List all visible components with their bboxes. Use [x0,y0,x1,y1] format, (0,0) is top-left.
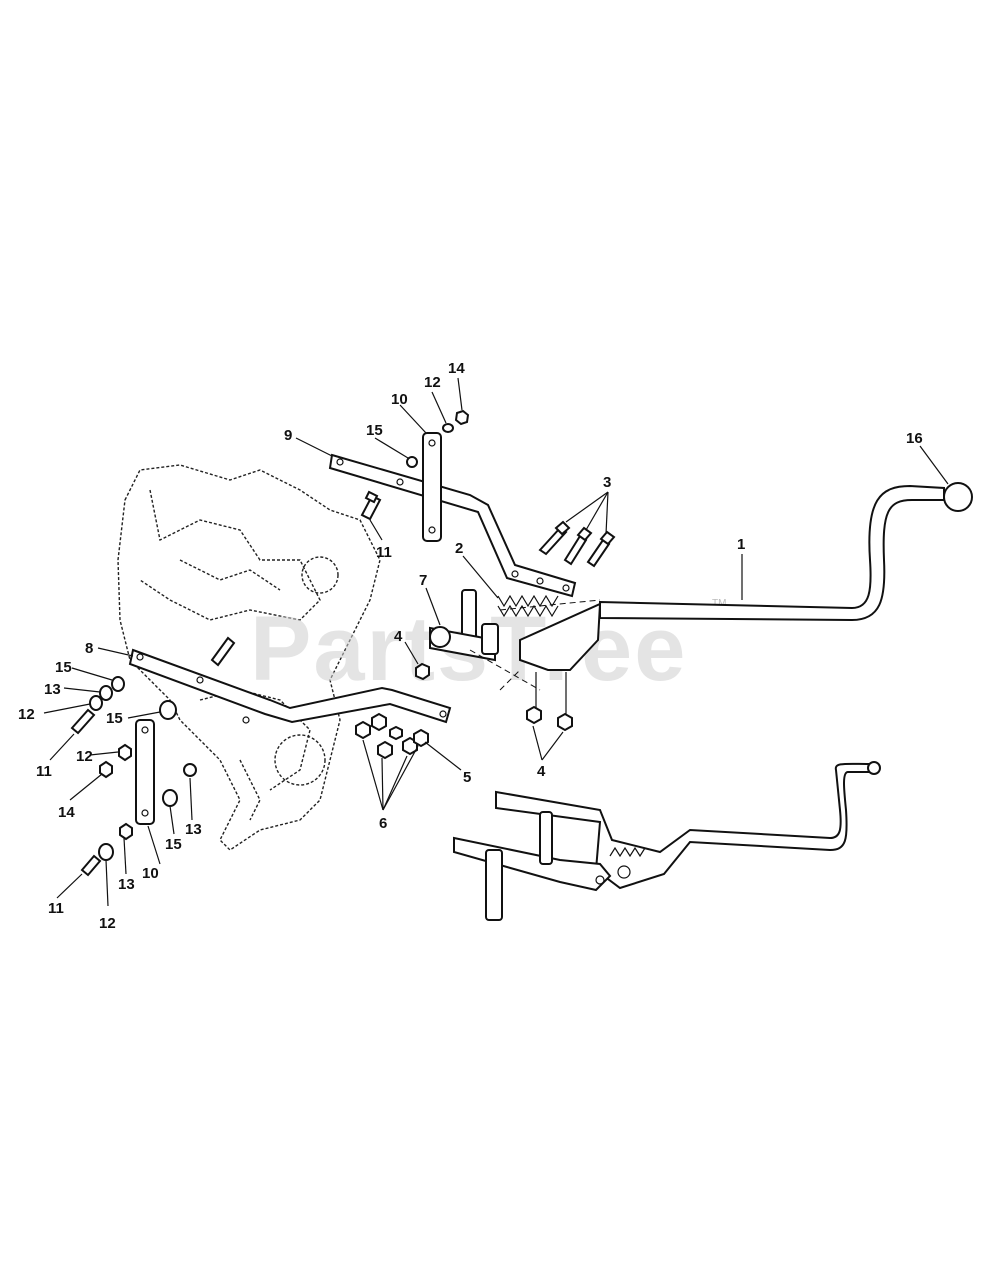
callout-4: 4 [394,628,403,645]
spring-part-2 [497,594,559,618]
callout-12: 12 [18,706,35,723]
upper-strap-part-10 [422,432,442,542]
callout-15: 15 [106,710,123,727]
callout-15: 15 [165,836,182,853]
lower-bar-part-8 [128,636,452,724]
callout-2: 2 [455,540,463,557]
callout-4: 4 [537,763,546,780]
callout-16: 16 [906,430,923,447]
callout-13: 13 [118,876,135,893]
nuts-part-4 [415,662,573,732]
leader-lines [43,377,949,907]
callout-10: 10 [142,865,159,882]
callout-14: 14 [448,360,465,377]
callout-15: 15 [55,659,72,676]
left-hardware [70,676,197,877]
callout-12: 12 [424,374,441,391]
bolts-part-3 [538,520,616,568]
callout-13: 13 [44,681,61,698]
callout-1: 1 [737,536,745,553]
callout-3: 3 [603,474,611,491]
callout-14: 14 [58,804,75,821]
callout-9: 9 [284,427,292,444]
engine-outline [117,464,381,851]
watermark-trademark: TM [712,598,726,609]
callout-5: 5 [463,769,471,786]
callout-7: 7 [419,572,427,589]
nuts-part-6 [355,712,429,760]
callout-15: 15 [366,422,383,439]
callout-11: 11 [48,900,64,917]
lower-strap-part-10 [135,719,155,825]
callout-8: 8 [85,640,93,657]
callout-12: 12 [99,915,116,932]
callout-13: 13 [185,821,202,838]
callout-12: 12 [76,748,93,765]
upper-hardware [360,409,470,521]
pivot-plate-part-7 [429,589,602,691]
upper-bar-part-9 [328,453,577,598]
callout-11: 11 [36,763,52,780]
assembled-view [453,761,881,921]
callout-10: 10 [391,391,408,408]
callout-11: 11 [376,544,392,561]
callout-6: 6 [379,815,387,832]
lever-rod-part-1 [599,482,973,622]
callouts: 1 2 3 4 4 5 6 7 8 9 10 10 11 11 11 12 12… [18,360,923,932]
